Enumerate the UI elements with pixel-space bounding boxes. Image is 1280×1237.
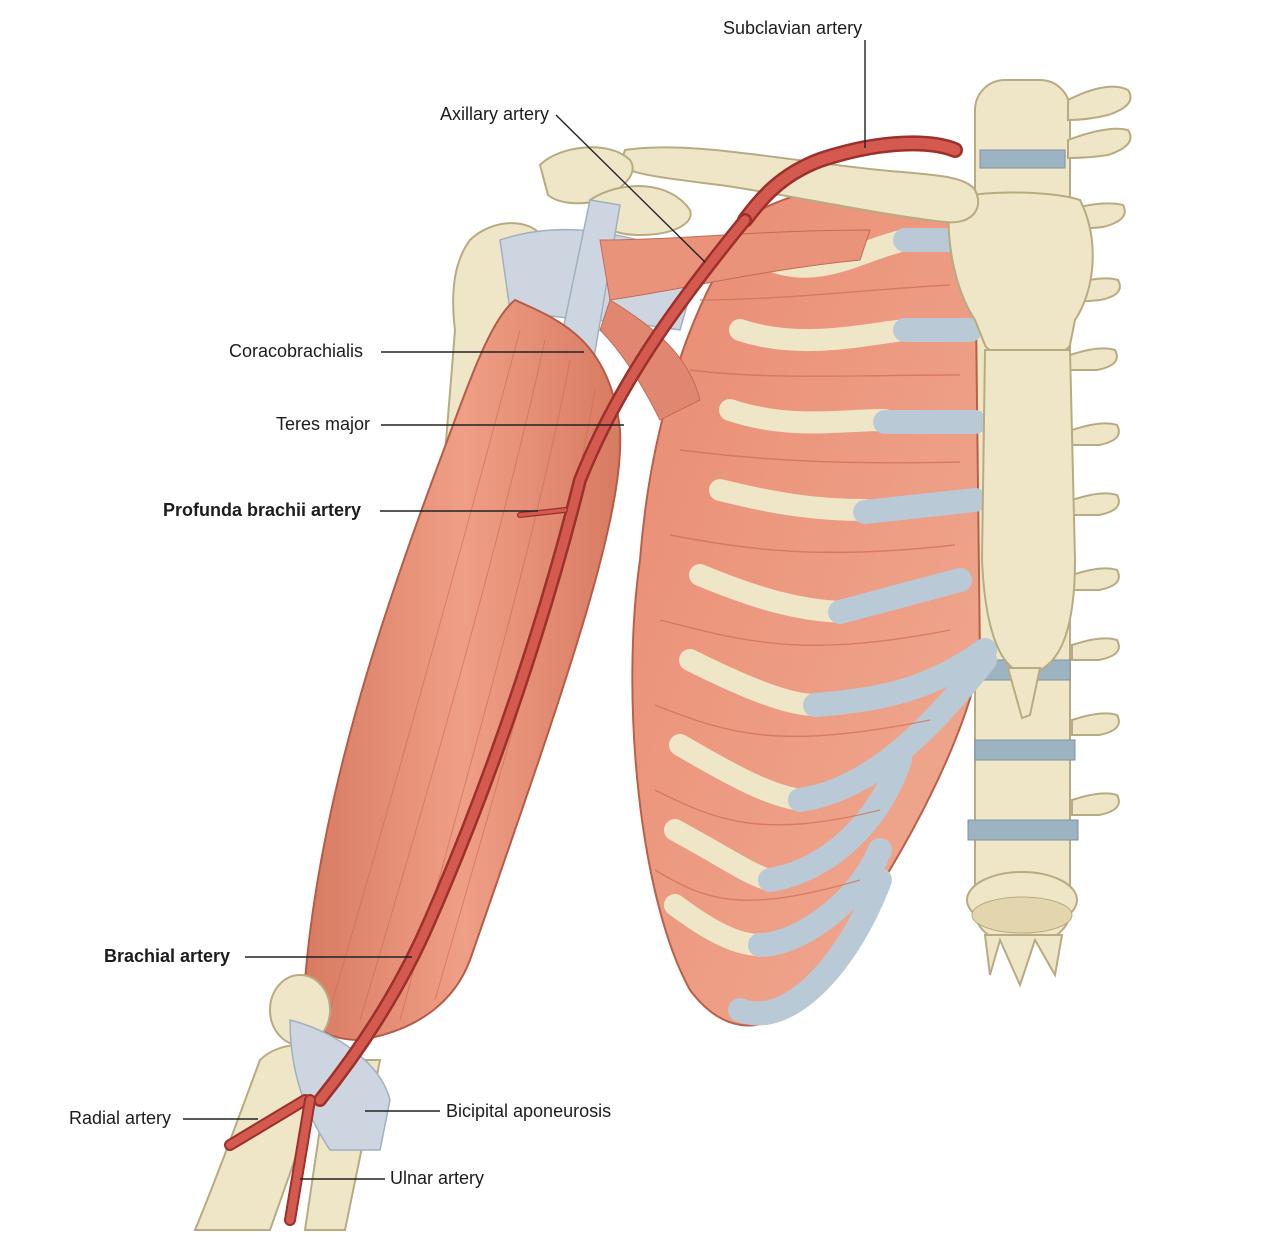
label-coracobrachialis: Coracobrachialis (229, 341, 364, 361)
label-ulnar-artery: Ulnar artery (390, 1168, 485, 1188)
clavicle (618, 146, 980, 224)
label-axillary-artery: Axillary artery (440, 104, 550, 124)
arteries (224, 135, 963, 1226)
leader-axillary (555, 114, 706, 263)
sternum (947, 191, 1094, 720)
label-brachial-artery: Brachial artery (104, 946, 231, 966)
label-teres-major: Teres major (276, 414, 371, 434)
thoracic-wall (631, 184, 997, 1027)
label-radial-artery: Radial artery (69, 1108, 172, 1128)
biceps-brachii (303, 298, 622, 1042)
label-profunda-brachii-artery: Profunda brachii artery (163, 500, 362, 520)
label-bicipital-aponeurosis: Bicipital aponeurosis (446, 1101, 612, 1121)
leader-lines (183, 40, 866, 1180)
label-subclavian-artery: Subclavian artery (723, 18, 863, 38)
